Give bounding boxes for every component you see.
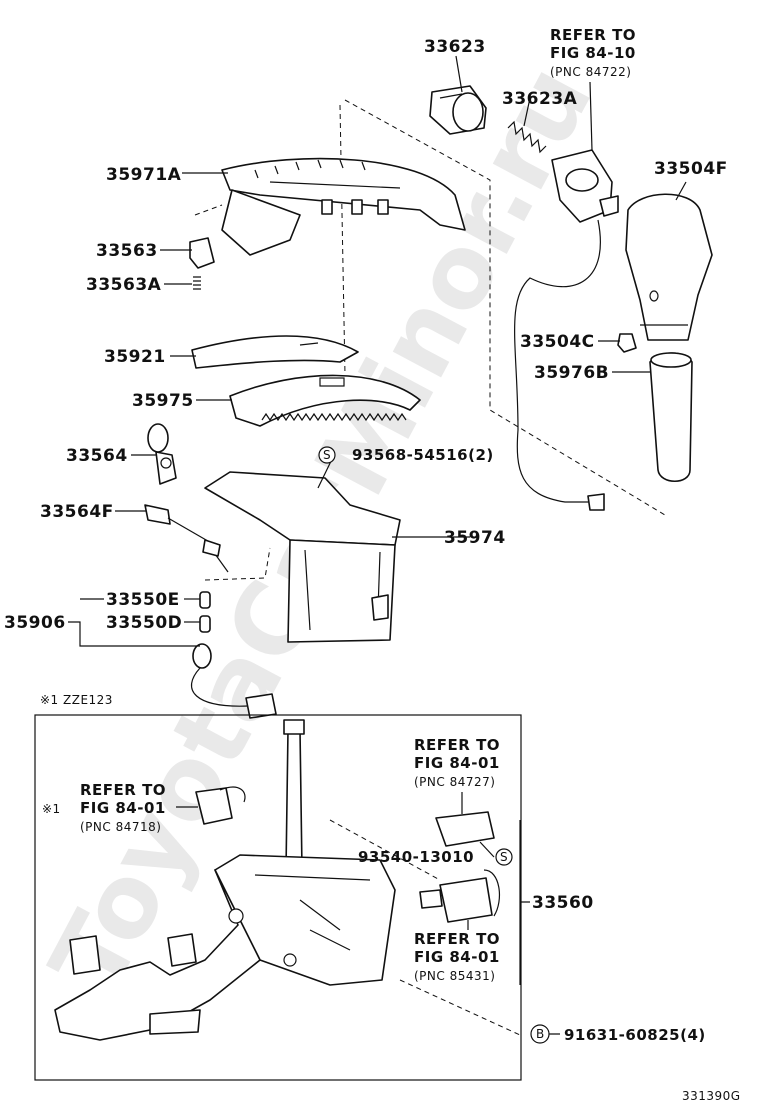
lever-switch-84718 [195, 786, 246, 825]
refer-to-left-pnc: (PNC 84718) [80, 820, 161, 834]
bolt-label-91631: 91631-60825(4) [564, 1026, 706, 1044]
refer-to-top-pnc: (PNC 84722) [550, 65, 631, 79]
assembly-guide-line [329, 819, 441, 881]
part-label-35971A: 35971A [106, 165, 182, 185]
part-label-33564F: 33564F [40, 502, 114, 522]
part-33550D-bulb [199, 615, 211, 633]
refer-to-right1-pnc: (PNC 84727) [414, 775, 495, 789]
part-label-35975: 35975 [132, 391, 194, 411]
refer-to-right2-line2: FIG 84-01 [414, 948, 500, 966]
refer-to-right1-line2: FIG 84-01 [414, 754, 500, 772]
part-label-35974: 35974 [444, 528, 506, 548]
part-35974-indicator-housing [204, 471, 401, 643]
bolt-label-93540: 93540-13010 [358, 848, 474, 866]
part-35921-slot [299, 342, 319, 346]
part-33623-button [429, 85, 487, 135]
part-35976B-knob-boot [649, 352, 693, 483]
bolt-symbol-s-letter: S [323, 448, 331, 462]
part-label-33504C: 33504C [520, 332, 595, 352]
bolt-symbol-s [495, 848, 513, 866]
refer-to-right1-line1: REFER TO [414, 736, 500, 754]
figure-id: 331390G [682, 1089, 741, 1103]
bolt-symbol-s [318, 446, 336, 464]
assembly-guide-line [339, 104, 346, 376]
part-35975-slide-plate [229, 374, 421, 427]
part-33504F-shift-knob [625, 193, 713, 341]
knob-switch-assembly [514, 149, 619, 511]
part-label-33563A: 33563A [86, 275, 162, 295]
part-33563-clip [189, 237, 215, 269]
refer-to-top-line1: REFER TO [550, 26, 636, 44]
assembly-guide-line [399, 979, 521, 1036]
part-33623A-spring [507, 120, 547, 154]
bolt-symbol-s-letter: S [500, 850, 508, 864]
part-label-35921: 35921 [104, 347, 166, 367]
part-label-33563: 33563 [96, 241, 158, 261]
part-label-33560: 33560 [532, 893, 594, 913]
part-33560-shift-lever-assembly [54, 719, 396, 1041]
refer-to-left-mark: ※1 [42, 802, 61, 816]
assembly-guide-line [194, 204, 223, 216]
bolt-symbol-b-letter: B [536, 1027, 545, 1041]
refer-to-left-line2: FIG 84-01 [80, 799, 166, 817]
part-33564F-cable [144, 504, 229, 573]
part-35921-plate [191, 335, 359, 369]
assembly-guide-line [204, 547, 271, 581]
part-label-33550E: 33550E [106, 590, 180, 610]
refer-to-right2-line1: REFER TO [414, 930, 500, 948]
part-label-33504F: 33504F [654, 159, 728, 179]
part-33504C-screw [617, 333, 637, 353]
part-33550E-bulb [199, 591, 211, 609]
part-label-35976B: 35976B [534, 363, 609, 383]
part-label-33623: 33623 [424, 37, 486, 57]
refer-to-right2-pnc: (PNC 85431) [414, 969, 495, 983]
assembly-frame [34, 714, 522, 1081]
assembly-guide-line [344, 99, 666, 516]
part-label-33564: 33564 [66, 446, 128, 466]
refer-to-top-line2: FIG 84-10 [550, 44, 636, 62]
footnote: ※1 ZZE123 [40, 693, 113, 707]
bolt-label-93568: 93568-54516(2) [352, 446, 494, 464]
solenoid-84727 [435, 811, 495, 847]
part-35971A-indicator-housing [221, 157, 466, 256]
part-label-33623A: 33623A [502, 89, 578, 109]
part-label-35906: 35906 [4, 613, 66, 633]
part-35906-wire [190, 643, 277, 719]
part-label-33550D: 33550D [106, 613, 182, 633]
bolt-symbol-b [530, 1024, 550, 1044]
part-33563A-spring [193, 276, 201, 290]
switch-85431 [419, 869, 501, 923]
part-33564-lock [147, 423, 177, 485]
refer-to-left-line1: REFER TO [80, 781, 166, 799]
